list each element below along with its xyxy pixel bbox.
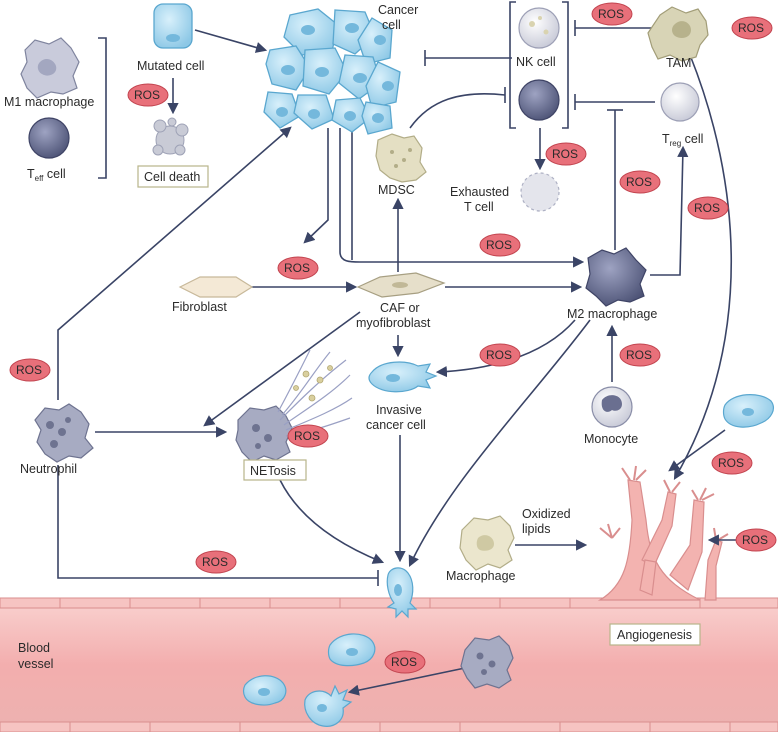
mutated-cell-label: Mutated cell xyxy=(137,59,204,73)
m2-macrophage xyxy=(585,247,647,307)
netosis-label: NETosis xyxy=(250,464,296,478)
svg-text:ROS: ROS xyxy=(16,363,42,377)
svg-text:ROS: ROS xyxy=(742,533,768,547)
svg-text:ROS: ROS xyxy=(626,175,652,189)
exhausted-t-cell xyxy=(520,172,560,212)
blood-vessel xyxy=(0,597,778,732)
exhausted-t-cell-label-1: Exhausted xyxy=(450,185,509,199)
tam-label: TAM xyxy=(666,56,691,70)
m2-macrophage-label: M2 macrophage xyxy=(567,307,657,321)
cancer-cell-label-1: Cancer xyxy=(378,3,418,17)
svg-text:ROS: ROS xyxy=(202,555,228,569)
cancer-cell-label-2: cell xyxy=(382,18,401,32)
svg-text:ROS: ROS xyxy=(486,348,512,362)
treg-cell xyxy=(660,82,700,122)
nk-cell-label: NK cell xyxy=(516,55,556,69)
ros-badge-monocyte: ROS xyxy=(619,343,661,367)
oxidized-lipids-label-2: lipids xyxy=(522,522,551,536)
ros-badge-tam-right: ROS xyxy=(731,16,773,40)
dying-cell xyxy=(152,117,189,156)
fibroblast-cell xyxy=(178,276,254,298)
m1-macrophage xyxy=(20,37,80,99)
angiogenesis-sprouts xyxy=(597,479,723,601)
svg-text:ROS: ROS xyxy=(738,21,764,35)
svg-text:ROS: ROS xyxy=(626,348,652,362)
fibroblast-label: Fibroblast xyxy=(172,300,227,314)
svg-text:ROS: ROS xyxy=(486,238,512,252)
neutrophil-label: Neutrophil xyxy=(20,462,77,476)
exhausted-t-cell-label-2: T cell xyxy=(464,200,494,214)
circulating-invasive-cell xyxy=(304,684,353,727)
caf-label-1: CAF or xyxy=(380,301,420,315)
teff-cell xyxy=(28,117,70,159)
oxidized-lipids-label-1: Oxidized xyxy=(522,507,571,521)
extravasating-cancer-cell xyxy=(386,567,418,619)
svg-text:ROS: ROS xyxy=(552,147,578,161)
ros-badge-exhaustion: ROS xyxy=(545,142,587,166)
t-cell xyxy=(518,79,560,121)
netosis-cell xyxy=(235,405,293,463)
cell-death-box xyxy=(137,165,209,188)
macrophage-cell xyxy=(459,515,515,571)
macrophage-label: Macrophage xyxy=(446,569,516,583)
ros-badge-m1: ROS xyxy=(127,83,169,107)
caf-cell xyxy=(356,272,446,298)
cancer-nuclei xyxy=(276,23,394,123)
circulating-neutrophil xyxy=(460,635,514,689)
circulating-cancer-cell-1 xyxy=(327,633,376,667)
ros-badge-neutrophil: ROS xyxy=(9,358,51,382)
ros-badge-extravasation: ROS xyxy=(195,550,237,574)
svg-text:ROS: ROS xyxy=(391,655,417,669)
net-granules xyxy=(293,365,333,402)
mdsc-label: MDSC xyxy=(378,183,415,197)
svg-text:ROS: ROS xyxy=(694,201,720,215)
mutated-cell xyxy=(153,3,193,49)
ros-badge-invasion: ROS xyxy=(479,343,521,367)
caf-label-2: myofibroblast xyxy=(356,316,431,330)
angiogenesis-box xyxy=(609,623,701,646)
neutrophil-cell xyxy=(34,403,94,463)
tam-cell xyxy=(647,6,709,62)
cancer-cell-right xyxy=(722,394,774,428)
ros-badge-fibroblast: ROS xyxy=(277,256,319,280)
ros-badge-vessel: ROS xyxy=(384,650,426,674)
ros-badge-m2-up: ROS xyxy=(619,170,661,194)
ros-badge-caf-m2: ROS xyxy=(479,233,521,257)
angiogenesis-label: Angiogenesis xyxy=(617,628,692,642)
treg-cell-label: Treg cell xyxy=(662,132,703,148)
monocyte-label: Monocyte xyxy=(584,432,638,446)
invasive-cancer-cell-label-2: cancer cell xyxy=(366,418,426,432)
svg-text:ROS: ROS xyxy=(284,261,310,275)
blood-vessel-label-1: Blood xyxy=(18,641,50,655)
svg-text:ROS: ROS xyxy=(718,456,744,470)
ros-badge-angio-bottom: ROS xyxy=(735,528,777,552)
invasive-cancer-cell-label-1: Invasive xyxy=(376,403,422,417)
nk-cell xyxy=(518,7,560,49)
ros-badge-angio-right: ROS xyxy=(711,451,753,475)
mdsc-cell xyxy=(375,133,427,183)
ros-badges: ROS ROS ROS ROS ROS ROS ROS ROS ROS ROS … xyxy=(9,2,777,674)
svg-text:ROS: ROS xyxy=(598,7,624,21)
ros-badge-netosis: ROS xyxy=(287,424,329,448)
ros-badge-tam-left: ROS xyxy=(591,2,633,26)
svg-text:ROS: ROS xyxy=(134,88,160,102)
cell-death-label: Cell death xyxy=(144,170,200,184)
sprout-tips xyxy=(599,465,729,541)
svg-text:ROS: ROS xyxy=(294,429,320,443)
monocyte-cell xyxy=(591,386,633,428)
circulating-cancer-cell-2 xyxy=(242,675,287,706)
ros-badge-treg: ROS xyxy=(687,196,729,220)
invasive-cancer-cell xyxy=(368,361,438,393)
blood-vessel-label-2: vessel xyxy=(18,657,53,671)
netosis-box xyxy=(243,459,307,481)
m1-macrophage-label: M1 macrophage xyxy=(4,95,94,109)
teff-cell-label: Teff cell xyxy=(27,167,66,183)
